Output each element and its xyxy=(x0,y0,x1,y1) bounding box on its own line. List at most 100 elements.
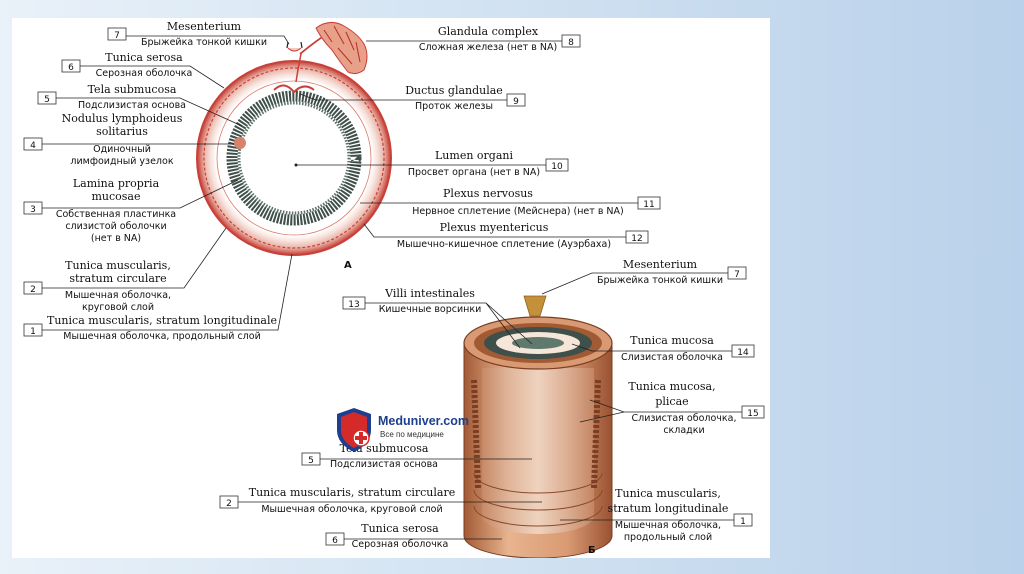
label-1-muscularis-longitudinale-a: 1 Tunica muscularis, stratum longitudina… xyxy=(23,253,293,342)
cylinder-b xyxy=(463,295,613,558)
svg-text:Ductus glandulae: Ductus glandulae xyxy=(405,84,503,97)
svg-text:12: 12 xyxy=(631,234,642,244)
svg-text:Plexus myentericus: Plexus myentericus xyxy=(440,221,549,234)
label-7-mesenterium-b: 7 Mesenterium Брыжейка тонкой кишки xyxy=(541,258,747,295)
label-2-muscularis-circulare-b: 2 Tunica muscularis, stratum circulare М… xyxy=(219,486,542,515)
svg-text:Мышечная оболочка,: Мышечная оболочка, xyxy=(615,520,721,531)
svg-text:Мышечная оболочка, круговой сл: Мышечная оболочка, круговой слой xyxy=(261,504,442,515)
svg-text:(нет в NA): (нет в NA) xyxy=(91,233,141,244)
anatomy-diagram: 7 Mesenterium Брыжейка тонкой кишки 6 Tu… xyxy=(23,20,765,558)
svg-text:13: 13 xyxy=(348,300,359,310)
svg-text:Просвет органа (нет в NA): Просвет органа (нет в NA) xyxy=(408,167,540,178)
svg-text:Tunica muscularis, stratum lon: Tunica muscularis, stratum longitudinale xyxy=(47,314,277,327)
svg-text:6: 6 xyxy=(332,536,338,546)
svg-text:Plexus nervosus: Plexus nervosus xyxy=(443,187,533,200)
svg-text:Tunica muscularis,: Tunica muscularis, xyxy=(615,487,721,500)
label-9-ductus-glandulae: 9 Ductus glandulae Проток железы xyxy=(299,84,526,112)
label-6-tunica-serosa-a: 6 Tunica serosa Серозная оболочка xyxy=(61,51,225,89)
svg-text:Подслизистая основа: Подслизистая основа xyxy=(330,459,438,470)
figure-label-a: А xyxy=(344,260,352,271)
svg-text:Нервное сплетение (Мейснера) (: Нервное сплетение (Мейснера) (нет в NA) xyxy=(412,206,624,217)
svg-text:stratum circulare: stratum circulare xyxy=(69,272,166,285)
svg-text:3: 3 xyxy=(30,205,36,215)
label-11-plexus-nervosus: 11 Plexus nervosus Нервное сплетение (Ме… xyxy=(360,187,661,217)
svg-text:Подслизистая основа: Подслизистая основа xyxy=(78,100,186,111)
svg-text:слизистой оболочки: слизистой оболочки xyxy=(65,221,166,232)
label-5-tela-submucosa-a: 5 Tela submucosa Подслизистая основа xyxy=(37,83,243,127)
label-8-glandula-complex: 8 Glandula complex Сложная железа (нет в… xyxy=(366,25,581,53)
svg-text:Mesenterium: Mesenterium xyxy=(167,20,242,33)
logo-tagline: Все по медицине xyxy=(380,430,444,439)
svg-text:2: 2 xyxy=(226,499,232,509)
svg-text:Lumen organi: Lumen organi xyxy=(435,149,513,162)
svg-text:6: 6 xyxy=(68,63,74,73)
svg-text:Серозная оболочка: Серозная оболочка xyxy=(96,68,193,79)
svg-text:Tunica muscularis, stratum cir: Tunica muscularis, stratum circulare xyxy=(249,486,455,499)
svg-text:7: 7 xyxy=(734,270,740,280)
svg-text:solitarius: solitarius xyxy=(96,125,148,138)
svg-text:Кишечные ворсинки: Кишечные ворсинки xyxy=(379,304,482,315)
svg-text:Glandula complex: Glandula complex xyxy=(438,25,539,38)
svg-text:Tunica serosa: Tunica serosa xyxy=(105,51,183,64)
svg-text:8: 8 xyxy=(568,38,574,48)
svg-text:Tunica muscularis,: Tunica muscularis, xyxy=(65,259,171,272)
svg-text:2: 2 xyxy=(30,285,36,295)
svg-text:Tunica mucosa: Tunica mucosa xyxy=(630,334,714,347)
figure-label-b: Б xyxy=(588,545,596,556)
svg-text:Проток железы: Проток железы xyxy=(415,101,493,112)
label-6-tunica-serosa-b: 6 Tunica serosa Серозная оболочка xyxy=(325,522,502,550)
logo-brand: Meduniver.com xyxy=(378,414,469,428)
label-1-muscularis-longitudinale-b: 1 Tunica muscularis, stratum longitudina… xyxy=(560,487,753,543)
svg-text:продольный слой: продольный слой xyxy=(624,532,712,543)
svg-text:7: 7 xyxy=(114,31,120,41)
cross-section-a xyxy=(196,22,392,256)
svg-text:14: 14 xyxy=(737,348,749,358)
svg-text:Lamina propria: Lamina propria xyxy=(73,177,160,190)
svg-text:Мышечная оболочка,: Мышечная оболочка, xyxy=(65,290,171,301)
svg-text:1: 1 xyxy=(30,327,36,337)
label-3-lamina-propria: 3 Lamina propria mucosae Собственная пла… xyxy=(23,177,239,244)
svg-text:Собственная пластинка: Собственная пластинка xyxy=(56,209,176,220)
label-15-mucosa-plicae: 15 Tunica mucosa, plicae Слизистая оболо… xyxy=(579,380,765,436)
svg-text:Мышечно-кишечное сплетение (Ау: Мышечно-кишечное сплетение (Ауэрбаха) xyxy=(397,239,611,250)
label-12-plexus-myentericus: 12 Plexus myentericus Мышечно-кишечное с… xyxy=(363,221,649,250)
svg-text:4: 4 xyxy=(30,141,36,151)
svg-text:Серозная оболочка: Серозная оболочка xyxy=(352,539,449,550)
svg-text:plicae: plicae xyxy=(655,395,688,408)
svg-text:Брыжейка тонкой кишки: Брыжейка тонкой кишки xyxy=(141,37,267,48)
label-4-nodulus-lymphoideus: 4 Nodulus lymphoideus solitarius Одиночн… xyxy=(23,112,234,167)
label-14-tunica-mucosa: 14 Tunica mucosa Слизистая оболочка xyxy=(571,334,755,363)
svg-text:9: 9 xyxy=(513,97,519,107)
svg-text:круговой слой: круговой слой xyxy=(82,302,154,313)
svg-text:Tela submucosa: Tela submucosa xyxy=(88,83,177,96)
svg-text:Tunica mucosa,: Tunica mucosa, xyxy=(628,380,715,393)
svg-text:Nodulus lymphoideus: Nodulus lymphoideus xyxy=(62,112,183,125)
meduniver-logo: Meduniver.com Все по медицине xyxy=(334,406,484,456)
svg-text:Одиночный: Одиночный xyxy=(93,144,151,155)
svg-text:mucosae: mucosae xyxy=(91,190,140,203)
svg-text:10: 10 xyxy=(551,162,563,172)
svg-text:Брыжейка тонкой кишки: Брыжейка тонкой кишки xyxy=(597,275,723,286)
label-2-muscularis-circulare-a: 2 Tunica muscularis, stratum circulare М… xyxy=(23,227,227,313)
gland-complex xyxy=(295,22,368,83)
svg-text:складки: складки xyxy=(663,425,704,436)
label-10-lumen-organi: 10 Lumen organi Просвет органа (нет в NA… xyxy=(294,149,569,178)
svg-text:11: 11 xyxy=(643,200,654,210)
label-5-tela-submucosa-b: 5 Tela submucosa Подслизистая основа xyxy=(301,442,532,470)
label-13-villi-intestinales: 13 Villi intestinales Кишечные ворсинки xyxy=(342,287,533,349)
svg-text:Tunica serosa: Tunica serosa xyxy=(361,522,439,535)
label-7-mesenterium-a: 7 Mesenterium Брыжейка тонкой кишки xyxy=(107,20,290,48)
svg-text:Сложная железа (нет в NA): Сложная железа (нет в NA) xyxy=(419,42,557,53)
svg-text:лимфоидный узелок: лимфоидный узелок xyxy=(70,156,173,167)
svg-text:1: 1 xyxy=(740,517,746,527)
svg-text:5: 5 xyxy=(44,95,50,105)
slide: 7 Mesenterium Брыжейка тонкой кишки 6 Tu… xyxy=(12,18,770,558)
svg-text:5: 5 xyxy=(308,456,314,466)
shield-icon xyxy=(337,408,371,452)
svg-text:15: 15 xyxy=(747,409,758,419)
svg-text:Мышечная оболочка, продольный: Мышечная оболочка, продольный слой xyxy=(63,331,261,342)
svg-text:Mesenterium: Mesenterium xyxy=(623,258,698,271)
svg-text:Villi intestinales: Villi intestinales xyxy=(384,287,475,300)
svg-text:stratum longitudinale: stratum longitudinale xyxy=(608,502,729,515)
svg-text:Слизистая оболочка,: Слизистая оболочка, xyxy=(632,413,737,424)
